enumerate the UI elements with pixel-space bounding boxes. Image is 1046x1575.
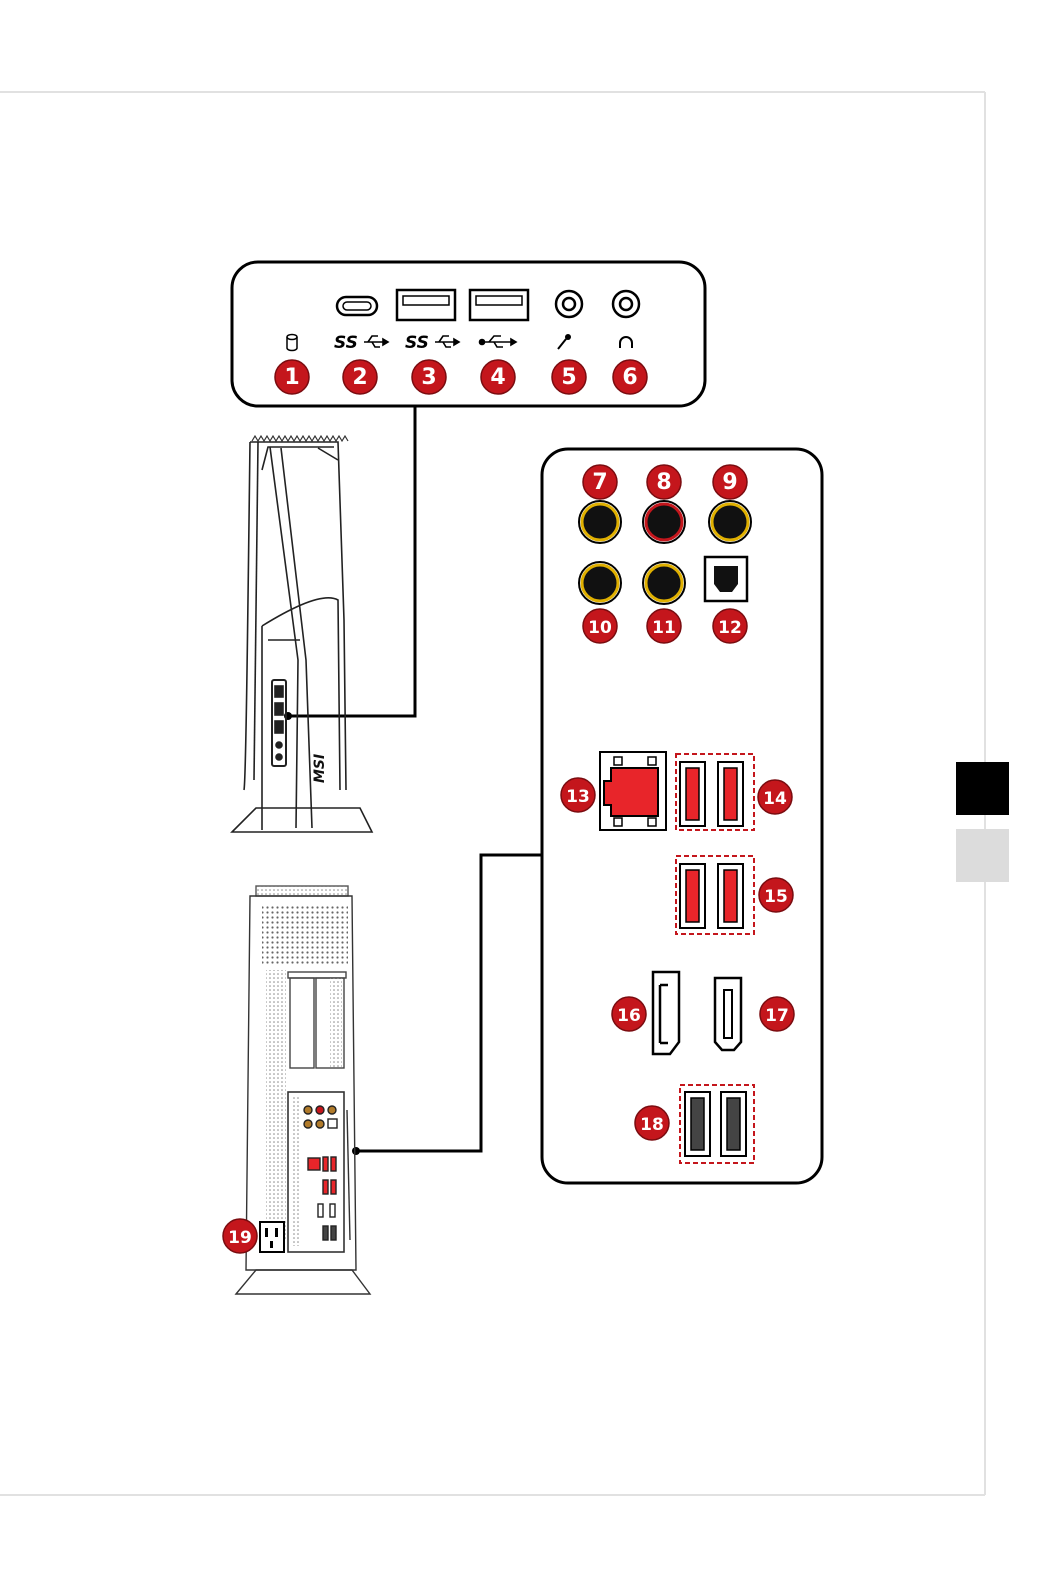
callout-number: 9 [722, 470, 737, 495]
usb-port-red [718, 762, 743, 826]
callout-17: 17 [760, 997, 794, 1031]
usb-2-port-icon [470, 290, 528, 320]
callout-number: 19 [228, 1228, 252, 1248]
callout-14: 14 [758, 780, 792, 814]
callout-13: 13 [561, 778, 595, 812]
displayport-icon [653, 972, 679, 1054]
callout-number: 16 [617, 1006, 641, 1026]
audio-jack-line-out [709, 501, 751, 543]
usb-port-red [680, 762, 705, 826]
callout-7: 7 [583, 465, 617, 499]
superspeed-symbol: SS [405, 333, 429, 353]
callout-19: 19 [223, 1219, 257, 1253]
callout-12: 12 [713, 609, 747, 643]
callout-8: 8 [647, 465, 681, 499]
callout-number: 13 [566, 787, 590, 807]
power-jack-icon [260, 1222, 284, 1252]
superspeed-symbol: SS [334, 333, 358, 353]
callout-number: 14 [763, 789, 787, 809]
usb-port-red [680, 864, 705, 928]
usb-3-a-port-icon [397, 290, 455, 320]
callout-number: 7 [592, 470, 607, 495]
callout-number: 10 [588, 618, 612, 638]
lan-port-icon [600, 752, 666, 830]
callout-16: 16 [612, 997, 646, 1031]
usb-port-red [718, 864, 743, 928]
hdmi-port-icon [715, 978, 741, 1050]
callout-number: 11 [652, 618, 676, 638]
callout-number: 3 [421, 365, 436, 390]
case-logo: MSI [312, 754, 328, 783]
top-vent [252, 436, 348, 441]
callout-number: 12 [718, 618, 742, 638]
chapter-tab-inactive[interactable] [956, 829, 1009, 882]
audio-jack-center-sub [643, 562, 685, 604]
callout-5: 5 [552, 360, 586, 394]
callout-number: 15 [764, 887, 788, 907]
audio-jack-mic-in [643, 501, 685, 543]
callout-6: 6 [613, 360, 647, 394]
callout-3: 3 [412, 360, 446, 394]
audio-jack-rear-speaker [579, 562, 621, 604]
chapter-tab-active[interactable] [956, 762, 1009, 815]
usb-port-black [685, 1092, 710, 1156]
callout-number: 5 [561, 365, 576, 390]
leader-line-rear [356, 855, 542, 1151]
callout-1: 1 [275, 360, 309, 394]
callout-4: 4 [481, 360, 515, 394]
callout-10: 10 [583, 609, 617, 643]
callout-11: 11 [647, 609, 681, 643]
rear-panel-callout [542, 449, 822, 1183]
callout-number: 17 [765, 1006, 789, 1026]
optical-spdif-icon [705, 557, 747, 601]
callout-number: 1 [284, 365, 299, 390]
pc-front-view [232, 436, 372, 832]
callout-18: 18 [635, 1106, 669, 1140]
callout-number: 4 [490, 365, 505, 390]
callout-number: 6 [622, 365, 637, 390]
callout-9: 9 [713, 465, 747, 499]
callout-number: 2 [352, 365, 367, 390]
callout-15: 15 [759, 878, 793, 912]
callout-number: 18 [640, 1115, 664, 1135]
callout-number: 8 [656, 470, 671, 495]
audio-jack-line-in [579, 501, 621, 543]
usb-port-black [721, 1092, 746, 1156]
callout-2: 2 [343, 360, 377, 394]
